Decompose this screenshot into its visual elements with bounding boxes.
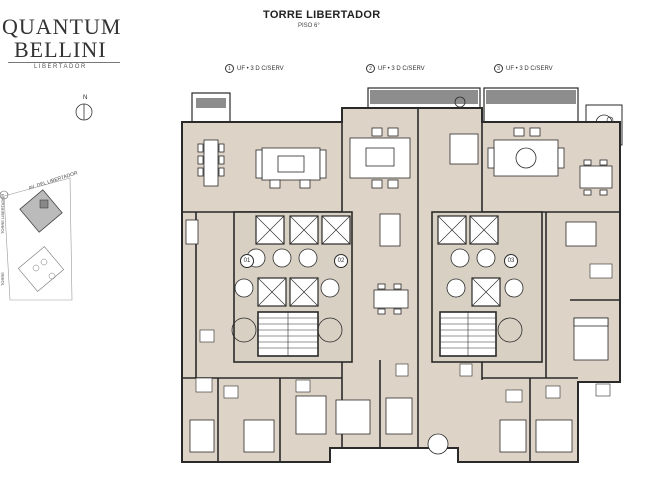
brand-subtitle: LIBERTADOR bbox=[34, 64, 87, 70]
unit-type-3: UF • 3 D C/SERV bbox=[506, 65, 553, 72]
brand-name-bottom: BELLINI bbox=[14, 37, 107, 62]
plan-floor: PISO 6° bbox=[298, 23, 320, 29]
key-plan bbox=[0, 103, 93, 301]
unit-type-1: UF • 3 D C/SERV bbox=[237, 65, 284, 72]
elevator-tag-3: 03 bbox=[504, 254, 518, 268]
furniture bbox=[185, 127, 613, 455]
brand-divider bbox=[8, 62, 120, 63]
unit-number-1: 1 bbox=[225, 64, 234, 73]
north-label: N bbox=[83, 95, 88, 101]
unit-number-2: 2 bbox=[366, 64, 375, 73]
unit-type-2: UF • 3 D C/SERV bbox=[378, 65, 425, 72]
brand-name-top: QUANTUM bbox=[2, 14, 122, 39]
core-right bbox=[431, 211, 543, 363]
plan-title: TORRE LIBERTADOR bbox=[263, 9, 381, 21]
key-tower-1 bbox=[19, 189, 63, 233]
bathroom-fixtures bbox=[195, 263, 613, 403]
elevator-tag-2: 02 bbox=[334, 254, 348, 268]
unit-label-2: 2 UF • 3 D C/SERV bbox=[366, 64, 425, 73]
unit-number-3: 3 bbox=[494, 64, 503, 73]
key-plan-site bbox=[3, 177, 73, 301]
elevator-tag-1: 01 bbox=[240, 254, 254, 268]
unit-label-3: 3 UF • 3 D C/SERV bbox=[494, 64, 553, 73]
key-tower-2 bbox=[17, 246, 65, 292]
unit-label-1: 1 UF • 3 D C/SERV bbox=[225, 64, 284, 73]
core-left bbox=[231, 211, 353, 363]
